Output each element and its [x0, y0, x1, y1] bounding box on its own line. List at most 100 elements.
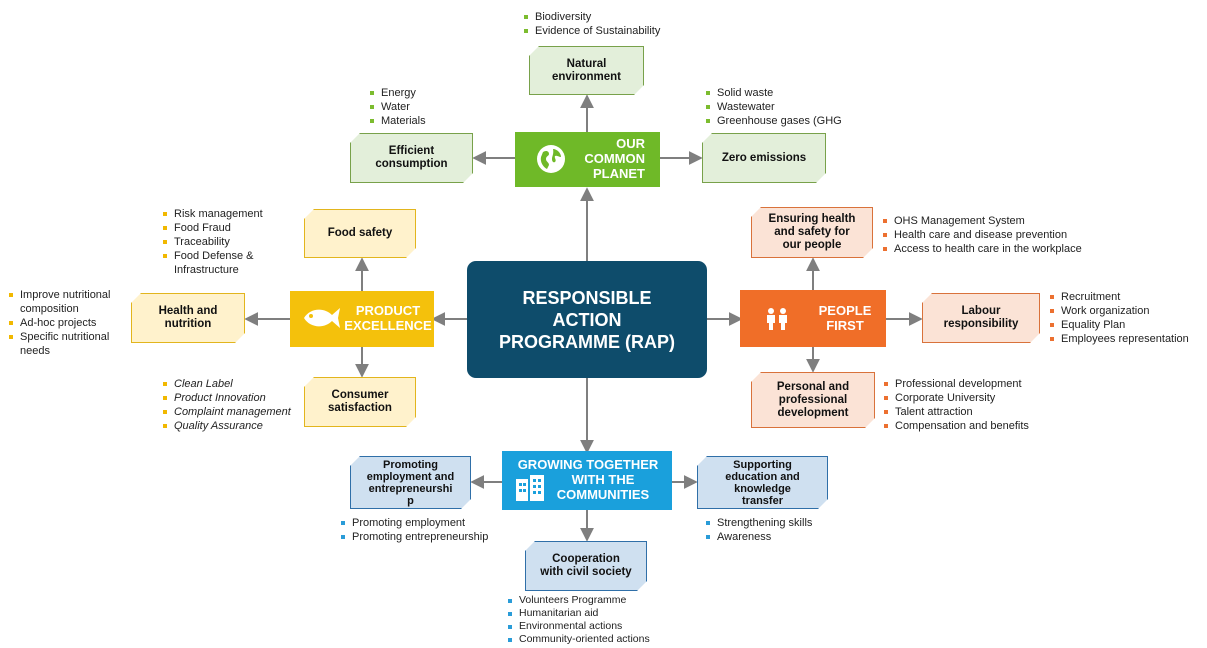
list-item: Product Innovation: [163, 391, 291, 405]
employment-line3: entrepreneurshi: [368, 482, 453, 495]
people-health-line3: our people: [782, 239, 842, 251]
list-item: Community-oriented actions: [508, 633, 650, 646]
planet-line1: OUR: [616, 136, 645, 151]
food-bullets: Risk management Food Fraud Traceability …: [163, 207, 263, 277]
consumer-bullets: Clean Label Product Innovation Complaint…: [163, 377, 291, 433]
employment-line1: Promoting: [383, 458, 438, 471]
list-item: Materials: [370, 114, 426, 128]
dev-line3: development: [777, 406, 849, 419]
list-item: Wastewater: [706, 100, 842, 114]
list-item: Food Fraud: [163, 221, 263, 235]
buildings-icon: [514, 473, 548, 506]
list-item: Clean Label: [163, 377, 291, 391]
efficient-line2: consumption: [375, 158, 448, 170]
employment-bullets: Promoting employment Promoting entrepren…: [341, 516, 488, 544]
people-health-bullets: OHS Management System Health care and di…: [883, 214, 1082, 256]
list-item: Specific nutritional: [9, 330, 111, 344]
list-item: Health care and disease prevention: [883, 228, 1082, 242]
list-item: Recruitment: [1050, 290, 1189, 304]
natural-line1: Natural: [566, 57, 607, 70]
list-item: Talent attraction: [884, 405, 1029, 419]
dev-bullets: Professional development Corporate Unive…: [884, 377, 1029, 433]
communities-line2: WITH THE: [571, 472, 635, 487]
natural-line2: environment: [551, 70, 621, 83]
education-line4: transfer: [742, 494, 783, 507]
list-item: composition: [20, 303, 79, 315]
list-item: Promoting employment: [341, 516, 488, 530]
education-bullets: Strengthening skills Awareness: [706, 516, 812, 544]
rap-center-box: RESPONSIBLE ACTION PROGRAMME (RAP): [467, 261, 707, 378]
list-item: Professional development: [884, 377, 1029, 391]
employment-line4: p: [407, 494, 414, 507]
people-line2: FIRST: [826, 318, 864, 333]
list-item: Complaint management: [163, 405, 291, 419]
list-item: Access to health care in the workplace: [883, 242, 1082, 256]
list-item: Promoting entrepreneurship: [341, 530, 488, 544]
list-item: needs: [20, 345, 50, 357]
civil-line2: with civil society: [540, 566, 632, 578]
list-item: Compensation and benefits: [884, 419, 1029, 433]
list-item: Equality Plan: [1050, 318, 1189, 332]
planet-line2: COMMON: [584, 151, 645, 166]
list-item: Improve nutritional: [9, 288, 111, 302]
list-item: Water: [370, 100, 426, 114]
natural-bullets: Biodiversity Evidence of Sustainability: [524, 10, 660, 38]
zero-bullets: Solid waste Wastewater Greenhouse gases …: [706, 86, 842, 128]
communities-line1: GROWING TOGETHER: [517, 457, 659, 472]
civil-line1: Cooperation: [552, 553, 620, 565]
list-item: Food Defense &: [163, 249, 263, 263]
health-bullets: Improve nutritional composition Ad-hoc p…: [9, 288, 111, 358]
food-label: Food safety: [327, 227, 393, 239]
list-item: Quality Assurance: [163, 419, 291, 433]
communities-line3: COMMUNITIES: [556, 487, 650, 502]
product-line2: EXCELLENCE: [344, 318, 432, 333]
list-item: Work organization: [1050, 304, 1189, 318]
list-item: Biodiversity: [524, 10, 660, 24]
people-icon: [764, 307, 790, 334]
dev-line1: Personal and: [776, 380, 850, 393]
pillar-our-common-planet: OUR COMMON PLANET: [515, 132, 660, 187]
list-item: Evidence of Sustainability: [524, 24, 660, 38]
education-line3: knowledge: [734, 482, 791, 495]
people-health-line1: Ensuring health: [768, 213, 856, 225]
list-item: OHS Management System: [883, 214, 1082, 228]
list-item: Infrastructure: [174, 264, 239, 276]
list-item: Greenhouse gases (GHG: [706, 114, 842, 128]
list-item: Employees representation: [1050, 332, 1189, 346]
education-line2: education and: [725, 470, 800, 483]
labour-line1: Labour: [961, 305, 1001, 317]
list-item: Ad-hoc projects: [9, 316, 111, 330]
education-line1: Supporting: [733, 458, 792, 471]
product-line1: PRODUCT: [355, 303, 421, 318]
health-line1: Health and: [158, 305, 218, 317]
list-item: Solid waste: [706, 86, 842, 100]
fish-icon: [300, 305, 342, 334]
center-title-line1: RESPONSIBLE: [522, 287, 652, 308]
people-line1: PEOPLE: [818, 303, 872, 318]
civil-bullets: Volunteers Programme Humanitarian aid En…: [508, 594, 650, 646]
pillar-people-first: PEOPLE FIRST: [740, 290, 886, 347]
list-item: Humanitarian aid: [508, 607, 650, 620]
pillar-growing-together: GROWING TOGETHER WITH THE COMMUNITIES: [502, 451, 672, 510]
globe-icon: [535, 143, 567, 178]
pillar-product-excellence: PRODUCT EXCELLENCE: [290, 291, 434, 347]
list-item: Traceability: [163, 235, 263, 249]
list-item: Environmental actions: [508, 620, 650, 633]
employment-line2: employment and: [366, 470, 455, 483]
labour-bullets: Recruitment Work organization Equality P…: [1050, 290, 1189, 346]
center-title-line2: ACTION: [552, 309, 622, 330]
planet-line3: PLANET: [593, 166, 645, 181]
efficient-line1: Efficient: [388, 145, 435, 157]
list-item: Risk management: [163, 207, 263, 221]
list-item: Energy: [370, 86, 426, 100]
center-title-line3: PROGRAMME (RAP): [499, 331, 675, 352]
